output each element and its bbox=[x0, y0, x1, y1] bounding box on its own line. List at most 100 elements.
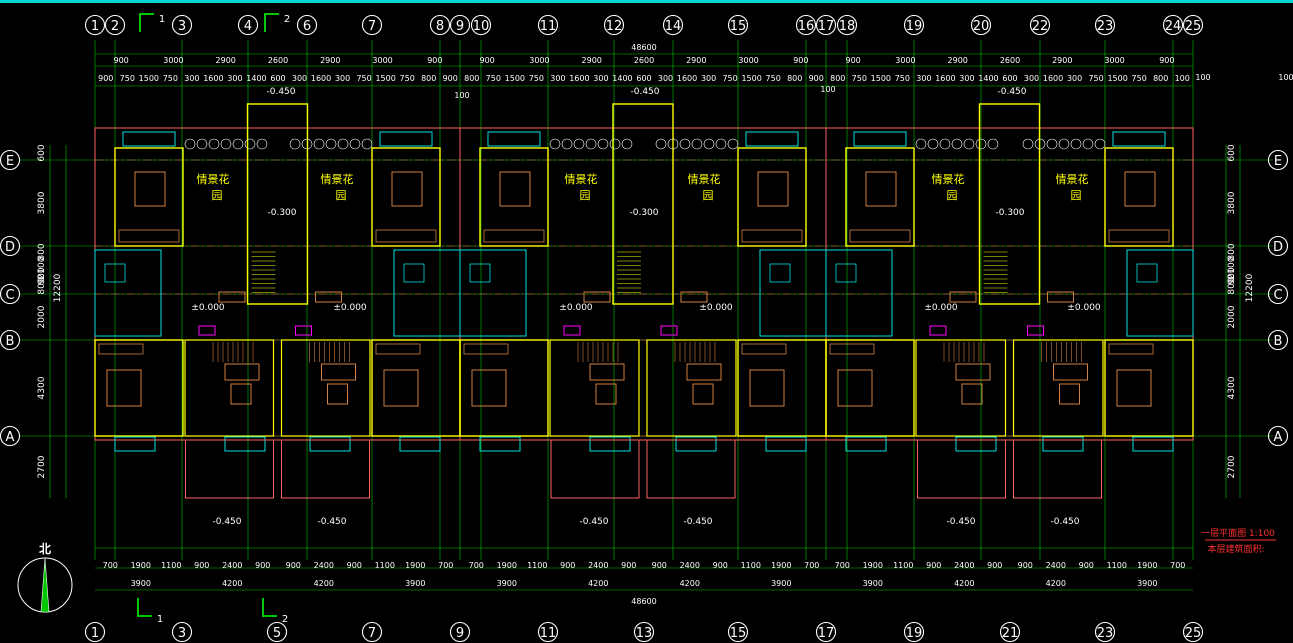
dim-bottom-minor: 2400 bbox=[954, 561, 974, 570]
shrub bbox=[691, 138, 703, 150]
axis-bubble-top: 16 bbox=[795, 14, 817, 36]
dim-top-minor: 300 bbox=[550, 74, 565, 83]
dim-right: 2100 bbox=[1227, 256, 1237, 279]
room-label-garden: 情景花 bbox=[688, 173, 721, 186]
dim-top-minor: 1600 bbox=[935, 74, 955, 83]
dim-right: 3800 bbox=[1227, 191, 1237, 214]
level-stair: -0.450 bbox=[630, 87, 659, 97]
bed bbox=[837, 369, 873, 407]
dim-top-minor: 600 bbox=[270, 74, 285, 83]
dim-right: 4300 bbox=[1227, 376, 1237, 399]
dim-bottom-minor: 1100 bbox=[161, 561, 181, 570]
level-floor: ±0.000 bbox=[333, 303, 367, 313]
axis-bubble-top-label: 2 bbox=[111, 19, 119, 34]
bedroom-wall bbox=[737, 147, 807, 247]
entry-porch bbox=[281, 439, 370, 499]
room-label-garden: 情景花 bbox=[197, 173, 230, 186]
axis-bubble-bottom: 13 bbox=[633, 621, 655, 643]
section-mark-label: 2 bbox=[282, 614, 288, 625]
fixture bbox=[769, 263, 791, 283]
south-window bbox=[765, 436, 807, 452]
dim-bottom-major: 4200 bbox=[1046, 579, 1066, 588]
axis-bubble-top-label: 17 bbox=[818, 19, 835, 34]
axis-bubble-left-label: D bbox=[5, 240, 15, 255]
magenta-fixture bbox=[563, 325, 581, 336]
dim-bottom-minor: 1900 bbox=[1137, 561, 1157, 570]
coffee-table bbox=[230, 383, 252, 405]
axis-bubble-bottom-label: 23 bbox=[1097, 626, 1114, 641]
living-room-wall bbox=[549, 339, 640, 437]
dim-top-major: 2900 bbox=[320, 56, 340, 65]
axis-bubble-left-label: A bbox=[6, 430, 15, 445]
dim-right: 800 bbox=[1227, 277, 1237, 294]
south-window bbox=[845, 436, 887, 452]
total-width-top: 48600 bbox=[631, 43, 656, 52]
dim-top-major: 3000 bbox=[895, 56, 915, 65]
axis-bubble-left-label: C bbox=[5, 288, 14, 303]
shrub bbox=[1046, 138, 1058, 150]
axis-bubble-right-label: C bbox=[1273, 288, 1282, 303]
dim-bottom-minor: 900 bbox=[652, 561, 667, 570]
dim-right: 800 bbox=[1227, 243, 1237, 260]
dim-bottom-minor: 700 bbox=[469, 561, 484, 570]
shrub bbox=[1070, 138, 1082, 150]
coffee-table bbox=[1059, 383, 1080, 405]
axis-bubble-top-label: 9 bbox=[456, 19, 464, 34]
dim-top-minor: 750 bbox=[400, 74, 415, 83]
dining-table bbox=[218, 291, 246, 303]
entry-porch bbox=[185, 439, 274, 499]
level-entry: -0.450 bbox=[579, 517, 608, 527]
wardrobe bbox=[741, 343, 787, 355]
magenta-fixture bbox=[929, 325, 947, 336]
south-window bbox=[399, 436, 441, 452]
axis-bubble-left: D bbox=[0, 235, 21, 257]
dim-bottom-minor: 2400 bbox=[222, 561, 242, 570]
axis-bubble-left: C bbox=[0, 283, 21, 305]
shrub bbox=[621, 138, 633, 150]
fixture bbox=[104, 263, 126, 283]
level-entry: -0.450 bbox=[317, 517, 346, 527]
axis-bubble-top-label: 22 bbox=[1032, 19, 1049, 34]
dim-right: 600 bbox=[1227, 144, 1237, 161]
axis-bubble-top-label: 23 bbox=[1097, 19, 1114, 34]
axis-bubble-bottom-label: 13 bbox=[636, 626, 653, 641]
wardrobe bbox=[1108, 343, 1154, 355]
shrub bbox=[301, 138, 313, 150]
dim-top-major: 3000 bbox=[529, 56, 549, 65]
total-depth-right: 12200 bbox=[1245, 273, 1255, 302]
level-floor: ±0.000 bbox=[1067, 303, 1101, 313]
entry-porch bbox=[917, 439, 1006, 499]
bedroom-wall-south bbox=[825, 339, 915, 437]
axis-bubble-top-label: 8 bbox=[436, 19, 444, 34]
axis-bubble-top: 19 bbox=[903, 14, 925, 36]
dining-table bbox=[1047, 291, 1074, 303]
shrub bbox=[951, 138, 963, 150]
balcony-window bbox=[1112, 131, 1166, 147]
dim-top-major: 2900 bbox=[582, 56, 602, 65]
dim-bottom-minor: 900 bbox=[347, 561, 362, 570]
shrub bbox=[597, 138, 609, 150]
fixture bbox=[403, 263, 425, 283]
axis-bubble-bottom: 1 bbox=[84, 621, 106, 643]
bed bbox=[471, 369, 507, 407]
axis-bubble-top-label: 10 bbox=[473, 19, 490, 34]
axis-bubble-bottom: 17 bbox=[815, 621, 837, 643]
axis-bubble-right: C bbox=[1267, 283, 1289, 305]
bed bbox=[391, 171, 423, 207]
dim-top-minor: 1400 bbox=[612, 74, 632, 83]
axis-bubble-top: 15 bbox=[727, 14, 749, 36]
dim-bottom-minor: 1100 bbox=[741, 561, 761, 570]
dim-top-major: 2900 bbox=[1052, 56, 1072, 65]
living-room-wall bbox=[1012, 339, 1104, 437]
dim-left: 3800 bbox=[37, 191, 47, 214]
dim-top-minor: 1500 bbox=[505, 74, 525, 83]
living-room-wall bbox=[915, 339, 1007, 437]
level-entry: -0.450 bbox=[1050, 517, 1079, 527]
dim-top-minor: 1400 bbox=[246, 74, 266, 83]
dim-left: 800 bbox=[37, 277, 47, 294]
axis-bubble-bottom-label: 21 bbox=[1002, 626, 1019, 641]
axis-bubble-top: 12 bbox=[603, 14, 625, 36]
bedroom-wall bbox=[1104, 147, 1174, 247]
shrub bbox=[361, 138, 373, 150]
dim-top-minor: 300 bbox=[658, 74, 673, 83]
